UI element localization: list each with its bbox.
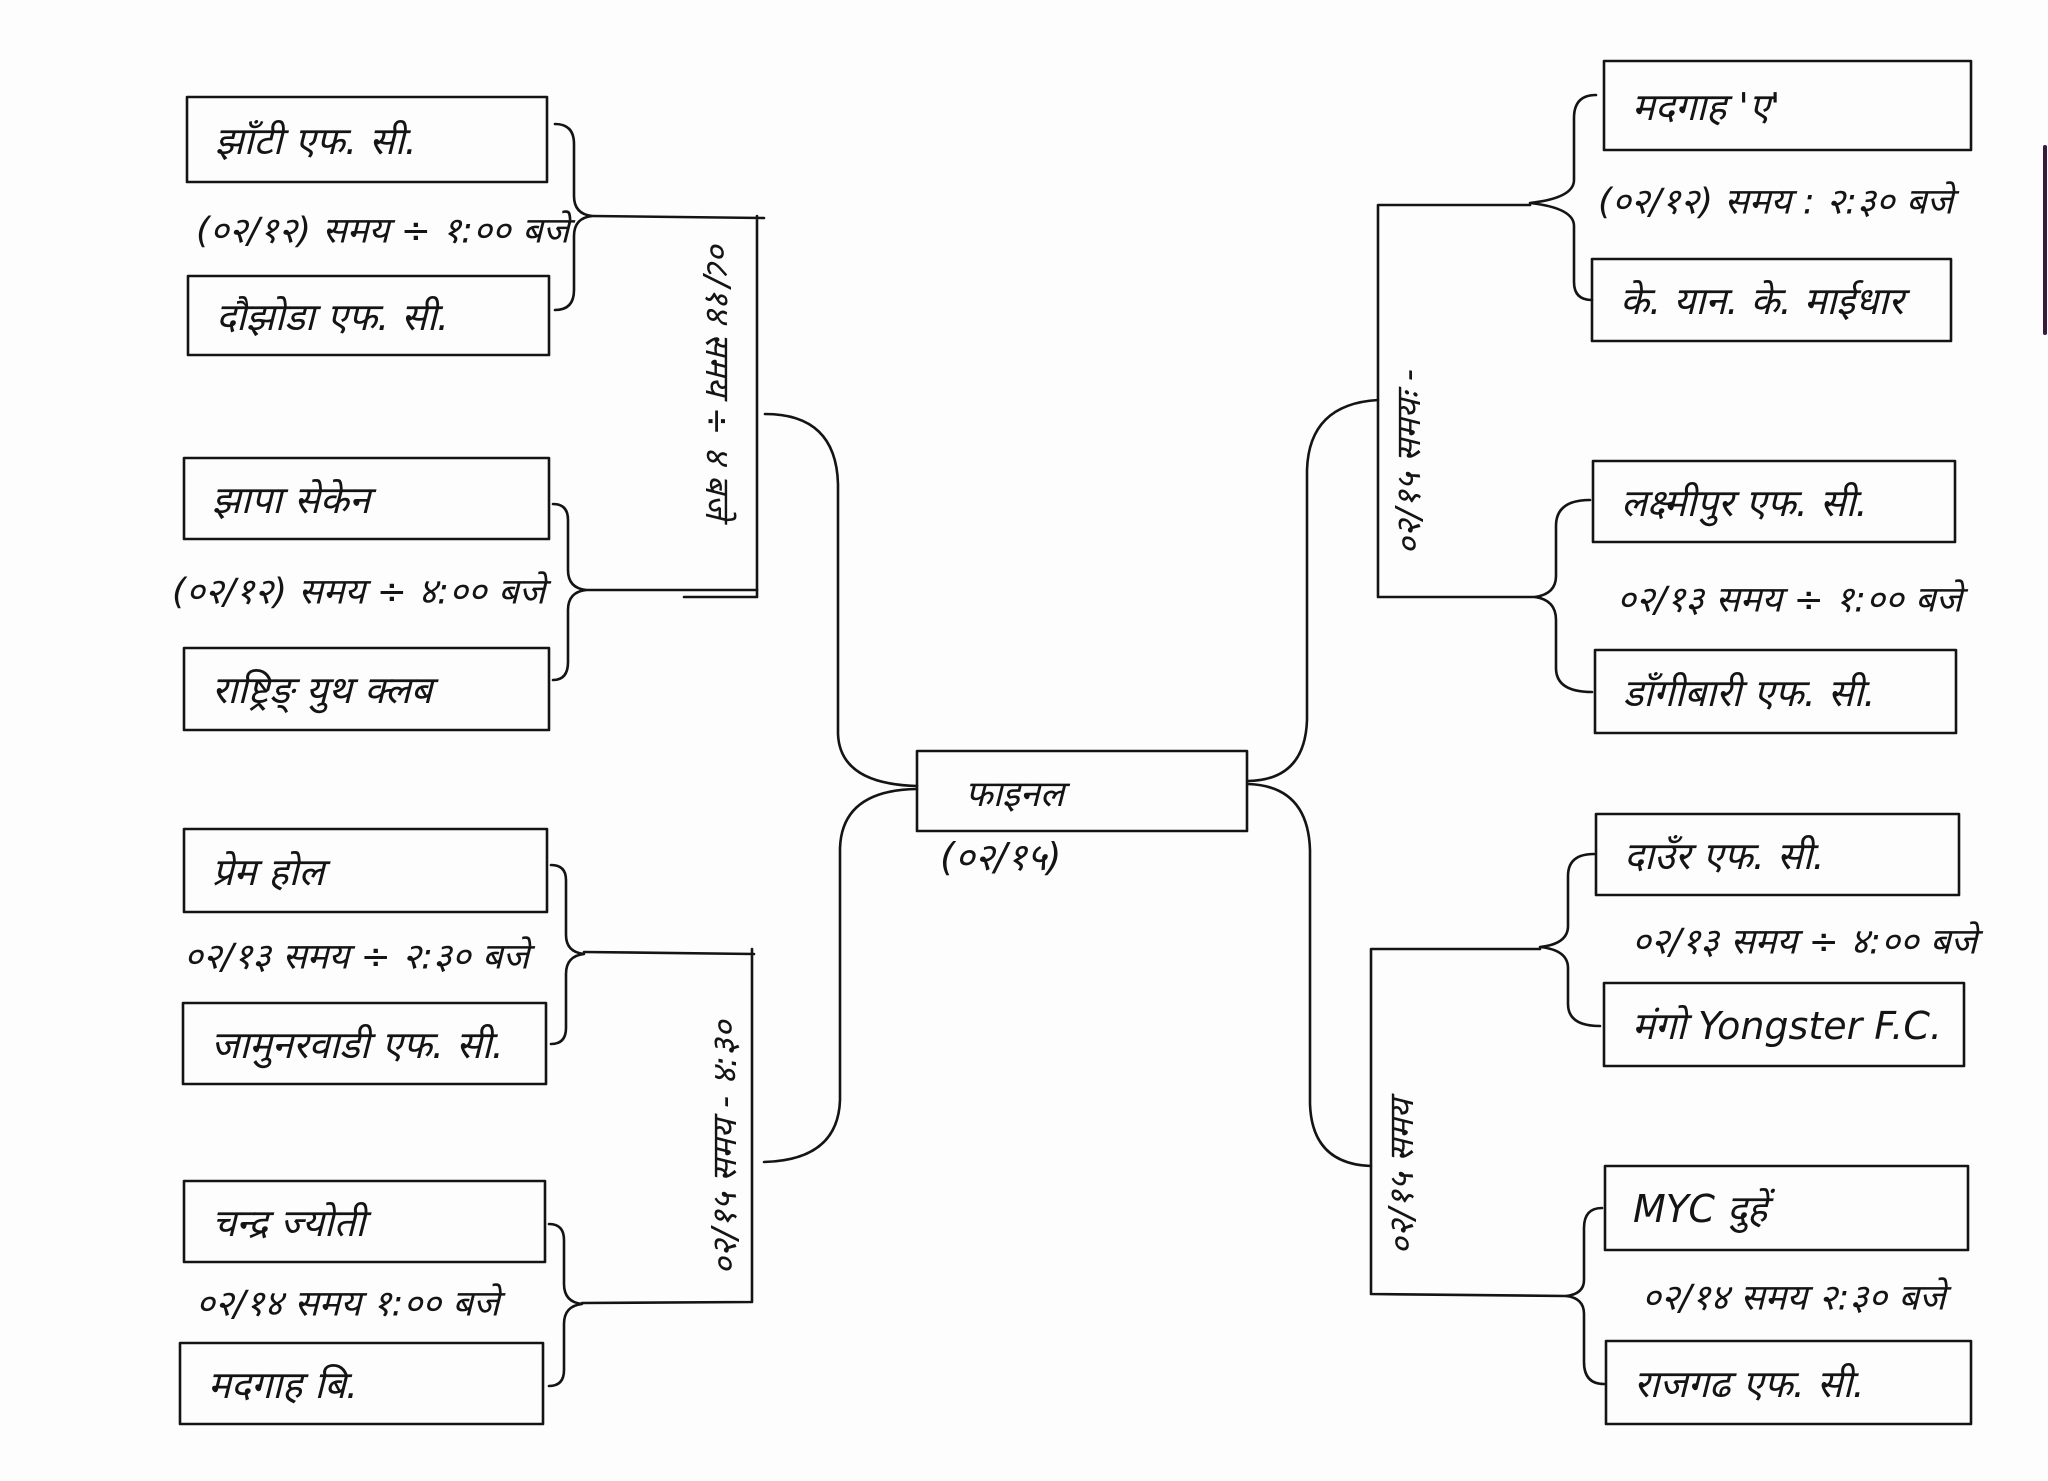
final-date: (०२/१५) [940,835,1062,879]
team-name: झापा सेकेन [212,477,371,522]
team-name: प्रेम होल [212,849,325,894]
match-schedule: (०२/१२) समय ÷ ४:०० बजे [172,571,546,613]
team-name: दाउँर एफ. सी. [1624,833,1825,878]
semi-right-bottom-frame [1369,947,1568,1298]
team-name: लक्ष्मीपुर एफ. सी. [1621,480,1868,525]
box-right-4a [1603,1164,1970,1252]
connector-left-top [763,412,919,788]
team-name: मदगाह 'ए' [1632,84,1781,129]
paper-edge [2043,145,2047,335]
semi-left-bottom-frame [580,947,756,1305]
semifinal-right-bottom-schedule: ०२/१५ समय [1382,1098,1422,1255]
box-right-1a [1602,59,1973,152]
box-right-3b [1602,981,1966,1068]
team-name: के. यान. के. माईधार [1620,279,1904,323]
box-left-4a [182,1179,547,1264]
brace-left-4 [547,1222,584,1388]
brace-right-3 [1538,852,1602,1028]
brace-right-2 [1533,498,1594,694]
box-left-1a [185,95,549,184]
match-schedule: ०२/१३ समय ÷ २:३० बजे [184,936,530,978]
semifinal-left-top-schedule: ०८/१४ समय ÷ ४ बजे [697,240,737,520]
match-schedule: ०२/१३ समय ÷ १:०० बजे [1617,579,1963,621]
match-schedule: (०२/१२) समय ÷ १:०० बजे [196,210,570,252]
team-name: राजगढ एफ. सी. [1634,1361,1865,1406]
semi-left-top-frame [590,214,766,599]
box-left-2a [182,456,551,541]
team-name: दौझोडा एफ. सी. [216,294,449,339]
connector-right-top [1246,398,1380,783]
team-name: MYC दुहें [1633,1187,1768,1231]
box-right-2a [1591,459,1957,544]
semifinal-left-bottom-schedule: ०२/१५ समय - ४:३० [705,1020,745,1275]
box-right-3a [1594,812,1961,897]
final-box [915,749,1249,833]
match-schedule: ०२/१४ समय १:०० बजे [196,1283,500,1325]
match-schedule: ०२/१३ समय ÷ ४:०० बजे [1632,921,1978,963]
box-right-2b [1593,648,1958,735]
match-schedule: (०२/१२) समय : २:३० बजे [1598,181,1954,223]
box-left-4b [178,1341,545,1426]
box-right-4b [1604,1339,1973,1426]
box-right-1b [1590,257,1953,343]
team-name: मदगाह बि. [208,1362,359,1407]
team-name: डाँगीबारी एफ. सी. [1623,670,1876,715]
team-name: राष्ट्रिङ् युथ क्लब [212,668,433,712]
semifinal-right-top-schedule: ०२/१५ समयः - [1389,369,1429,555]
semi-right-top-frame [1376,203,1537,599]
brace-right-4 [1564,1206,1606,1386]
box-left-1b [186,274,551,357]
box-left-3b [181,1001,548,1086]
match-schedule: ०२/१४ समय २:३० बजे [1642,1277,1946,1319]
team-name: झाँटी एफ. सी. [215,118,417,163]
team-name: जामुनरवाडी एफ. सी. [211,1022,504,1067]
box-left-3a [182,827,549,914]
team-name: मंगो Yongster F.C. [1632,1003,1942,1048]
brace-right-1 [1528,93,1598,302]
box-left-2b [182,646,551,732]
final-label: फाइनल [965,774,1065,815]
connector-right-bottom [1246,782,1373,1168]
connector-left-bottom [762,787,919,1164]
team-name: चन्द्र ज्योती [212,1200,366,1245]
brace-left-2 [551,502,588,682]
brace-left-3 [549,863,586,1046]
